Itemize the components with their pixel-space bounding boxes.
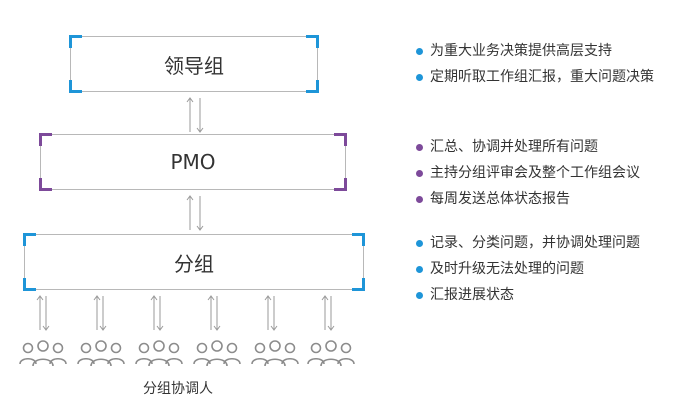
- leadership-group-box: 领导组: [69, 35, 319, 93]
- list-item: 主持分组评审会及整个工作组会议: [416, 160, 640, 186]
- list-item: 记录、分类问题，并协调处理问题: [416, 230, 640, 256]
- list-item: 每周发送总体状态报告: [416, 186, 640, 212]
- list-item: 及时升级无法处理的问题: [416, 256, 640, 282]
- pmo-responsibilities: 汇总、协调并处理所有问题 主持分组评审会及整个工作组会议 每周发送总体状态报告: [416, 134, 640, 212]
- arrows-leadership-pmo: [186, 97, 204, 133]
- list-item: 定期听取工作组汇报，重大问题决策: [416, 64, 654, 90]
- people-group-icon: [77, 340, 125, 367]
- subgroup-box: 分组: [23, 233, 365, 291]
- arrows-subgroup-coordinators: [36, 295, 335, 331]
- arrows-pmo-subgroup: [186, 195, 204, 231]
- coordinators-caption: 分组协调人: [143, 381, 213, 397]
- people-group-icon: [19, 340, 67, 367]
- leadership-group-title: 领导组: [164, 53, 224, 78]
- people-group-icon: [307, 340, 355, 367]
- subgroup-title: 分组: [174, 251, 214, 276]
- subgroup-responsibilities: 记录、分类问题，并协调处理问题 及时升级无法处理的问题 汇报进展状态: [416, 230, 640, 308]
- people-group-icon: [193, 340, 241, 367]
- people-group-icon: [251, 340, 299, 367]
- list-item: 为重大业务决策提供高层支持: [416, 38, 654, 64]
- list-item: 汇总、协调并处理所有问题: [416, 134, 640, 160]
- pmo-title: PMO: [170, 150, 216, 174]
- leadership-responsibilities: 为重大业务决策提供高层支持 定期听取工作组汇报，重大问题决策: [416, 38, 654, 90]
- list-item: 汇报进展状态: [416, 282, 640, 308]
- people-group-icon: [135, 340, 183, 367]
- pmo-box: PMO: [39, 133, 347, 191]
